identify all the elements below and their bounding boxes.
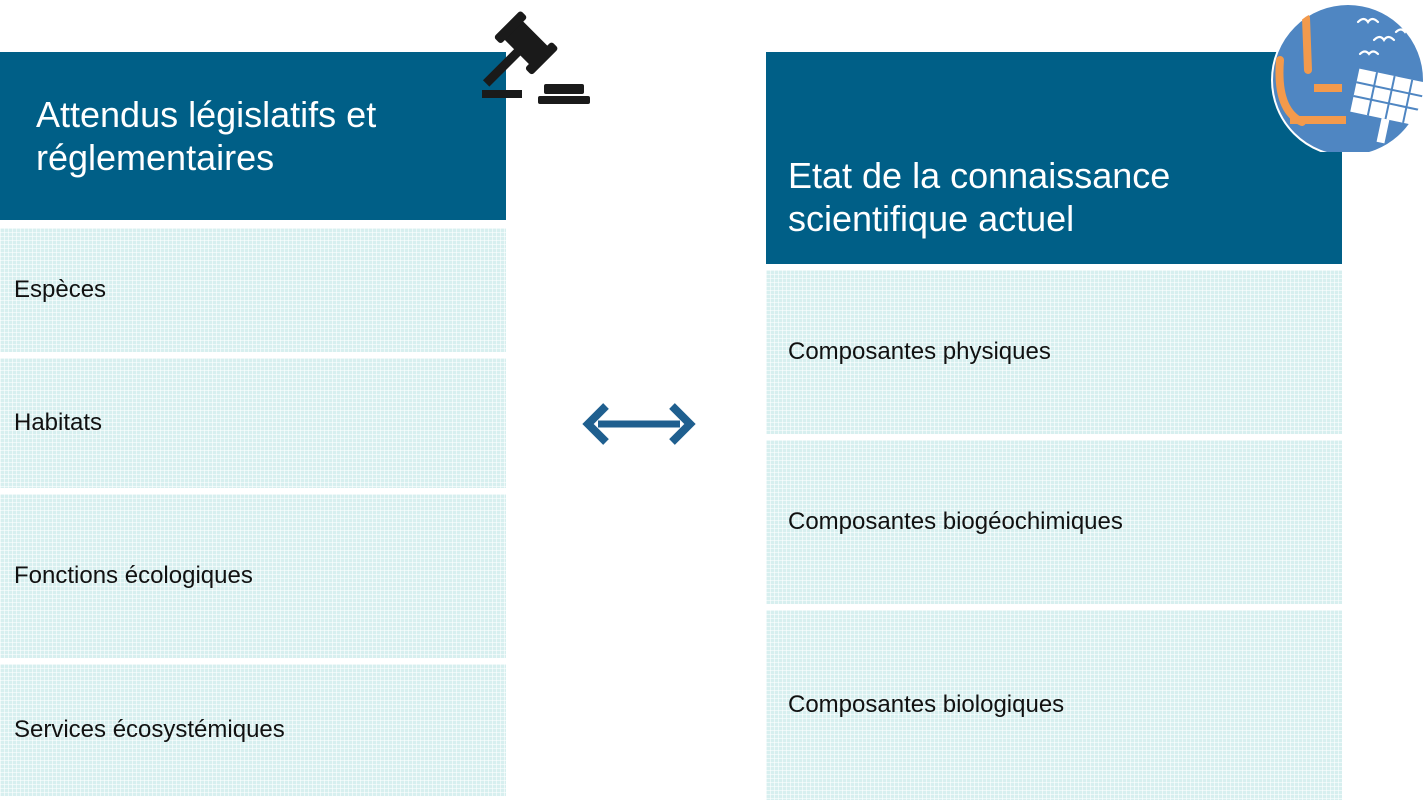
science-header: Etat de la connaissance scientifique act…: [766, 52, 1342, 264]
legal-header-title: Attendus législatifs et réglementaires: [36, 93, 377, 178]
legal-header: Attendus législatifs et réglementaires: [0, 52, 506, 220]
legal-items: Espèces Habitats Fonctions écologiques S…: [0, 228, 506, 796]
science-items: Composantes physiques Composantes biogéo…: [766, 270, 1342, 800]
science-header-title: Etat de la connaissance scientifique act…: [788, 154, 1171, 239]
list-item: Fonctions écologiques: [0, 494, 506, 664]
microscope-solar-panel-birds-icon: [1271, 3, 1424, 152]
list-item: Composantes biogéochimiques: [766, 440, 1342, 610]
list-item: Habitats: [0, 358, 506, 494]
list-item: Espèces: [0, 228, 506, 358]
double-arrow-icon: [582, 403, 696, 445]
list-item: Composantes biologiques: [766, 610, 1342, 800]
list-item: Services écosystémiques: [0, 664, 506, 796]
list-item: Composantes physiques: [766, 270, 1342, 440]
gavel-icon: [482, 11, 590, 104]
